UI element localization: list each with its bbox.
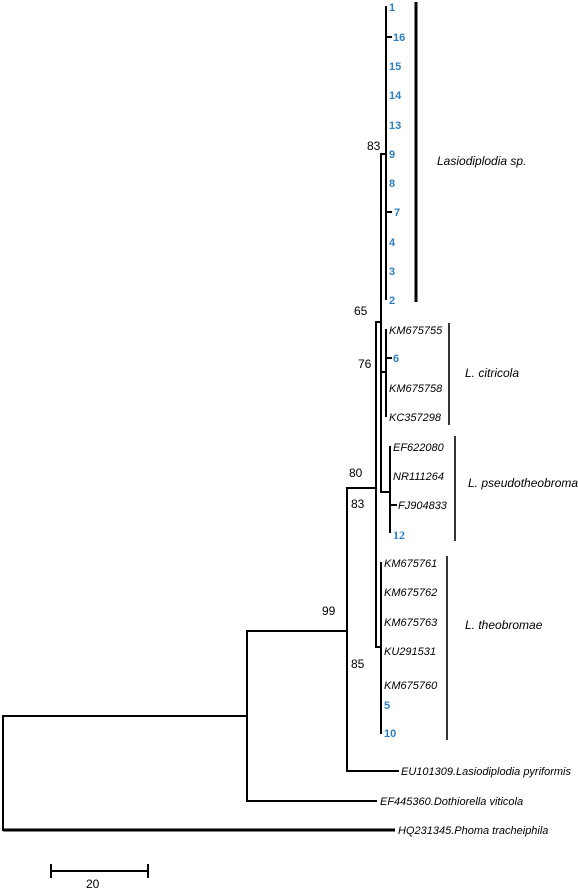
taxon-5: 5 — [384, 700, 390, 712]
scale-bar-label: 20 — [86, 877, 100, 891]
taxon-13: 13 — [389, 120, 401, 132]
taxon-dothiorella-viticola: EF445360.Dothiorella viticola — [380, 796, 523, 808]
taxon-KM675762: KM675762 — [384, 587, 437, 599]
taxon-KC357298: KC357298 — [389, 412, 442, 424]
taxon-phoma-tracheiphila: HQ231345.Phoma tracheiphila — [398, 825, 548, 837]
bootstrap-main-clade: 65 — [354, 304, 368, 318]
taxon-NR111264: NR111264 — [393, 471, 444, 483]
pseudotheobromae-clade — [380, 436, 456, 541]
bootstrap-citricola: 76 — [358, 357, 372, 371]
clade-label-citricola: L. citricola — [465, 366, 519, 380]
taxon-16: 16 — [393, 32, 405, 44]
taxon-9: 9 — [389, 149, 395, 161]
lasiodiplodia-sp-clade — [380, 2, 418, 302]
scale-bar — [50, 864, 149, 878]
taxon-2: 2 — [389, 295, 395, 307]
taxon-KM675761: KM675761 — [384, 558, 437, 570]
clade-label-pseudotheobromae: L. pseudotheobromae — [468, 476, 578, 490]
taxon-8: 8 — [389, 178, 395, 190]
taxon-EF622080: EF622080 — [393, 442, 445, 454]
bootstrap-theobromae: 85 — [351, 657, 365, 671]
taxon-FJ904833: FJ904833 — [398, 500, 448, 512]
taxon-KU291531: KU291531 — [384, 646, 436, 658]
taxon-3: 3 — [389, 266, 395, 278]
theobromae-clade — [375, 556, 448, 740]
taxon-lasiodiplodia-pyriformis: EU101309.Lasiodiplodia pyriformis — [401, 766, 571, 778]
taxon-15: 15 — [389, 61, 401, 73]
taxon-KM675758: KM675758 — [389, 383, 443, 395]
clade-label-theobromae: L. theobromae — [465, 618, 543, 632]
bootstrap-lasiodiplodia-sp: 83 — [367, 139, 381, 153]
taxon-KM675755: KM675755 — [389, 325, 443, 337]
bootstrap-pseudotheobromae: 83 — [351, 497, 365, 511]
taxon-14: 14 — [389, 90, 402, 102]
taxon-7: 7 — [394, 207, 400, 219]
bootstrap-pseudo-theo: 80 — [349, 466, 363, 480]
taxon-KM675760: KM675760 — [384, 680, 438, 692]
taxon-6: 6 — [393, 353, 399, 365]
taxon-10: 10 — [384, 728, 396, 740]
taxon-4: 4 — [389, 237, 396, 249]
clade-label-lasiodiplodia-sp: Lasiodiplodia sp. — [437, 154, 526, 168]
citricola-clade — [380, 323, 450, 425]
taxon-KM675763: KM675763 — [384, 617, 438, 629]
bootstrap-genus: 99 — [322, 604, 336, 618]
taxon-12: 12 — [393, 528, 405, 542]
taxon-1: 1 — [389, 2, 395, 14]
